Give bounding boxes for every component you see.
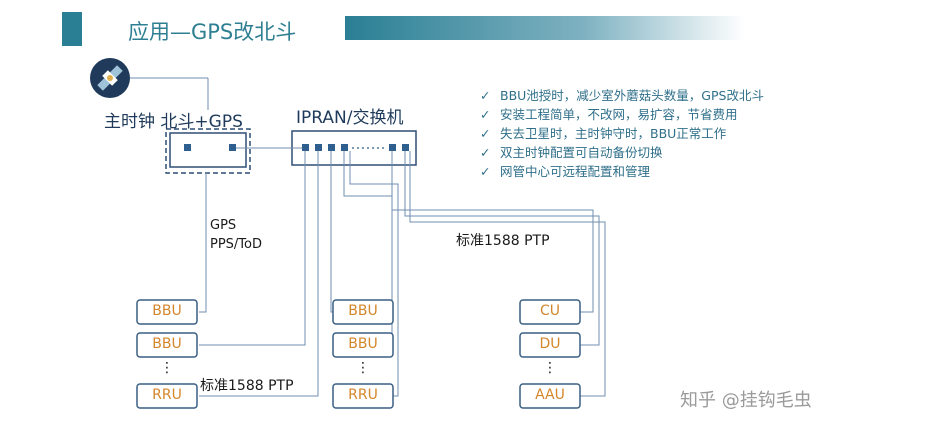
middle-box-1-label: BBU: [348, 303, 378, 319]
check-icon: ✓: [480, 145, 491, 160]
left-box-3-label: RRU: [152, 387, 182, 403]
switch-port-3: [328, 144, 335, 151]
middle-box-3: [332, 383, 394, 409]
left-group-ellipsis: ⋮: [160, 360, 174, 376]
switch-port-1: [302, 144, 309, 151]
ptp-line-right-du: [404, 151, 600, 346]
title-accent-block: [62, 12, 82, 46]
middle-box-2-label: BBU: [348, 336, 378, 352]
gps-link-label-line2: PPS/ToD: [210, 237, 263, 252]
list-item: ✓安装工程简单，不改网，易扩容，节省费用: [480, 107, 738, 122]
ptp-line-left-bbu2: [199, 151, 306, 346]
middle-group-ellipsis: ⋮: [356, 360, 370, 376]
right-box-3: [519, 383, 581, 409]
check-icon: ✓: [480, 88, 491, 103]
benefit-list: ✓BBU池授时，减少室外蘑菇头数量，GPS改北斗 ✓安装工程简单，不改网，易扩容…: [480, 86, 764, 181]
check-icon: ✓: [480, 107, 491, 122]
switch-port-6: [402, 144, 409, 151]
ptp-line-mid-bbu1: [330, 151, 335, 313]
switch-label: IPRAN/交换机: [296, 108, 404, 128]
watermark: 知乎 @挂钩毛虫: [680, 390, 812, 411]
left-box-3: [136, 383, 198, 409]
list-item: ✓网管中心可远程配置和管理: [480, 164, 651, 179]
right-box-2-label: DU: [539, 336, 561, 352]
ptp-line-right-cu: [391, 151, 594, 313]
switch-port-2: [315, 144, 322, 151]
left-box-2: [136, 332, 198, 358]
right-box-1-label: CU: [539, 303, 561, 319]
title-banner: [345, 16, 745, 40]
check-icon: ✓: [480, 164, 491, 179]
middle-box-1: [332, 299, 394, 325]
master-clock-label: 主时钟 北斗+GPS: [104, 112, 243, 132]
gps-link-label-line1: GPS: [210, 218, 237, 233]
master-clock-outer-box: [165, 128, 251, 174]
slide-title: 应用—GPS改北斗: [128, 20, 297, 44]
ptp-line-left-rru: [199, 151, 319, 397]
clock-port-left: [184, 144, 191, 151]
switch-port-5: [389, 144, 396, 151]
middle-box-3-label: RRU: [348, 387, 378, 403]
right-box-3-label: AAU: [535, 387, 565, 403]
list-item: ✓失去卫星时，主时钟守时，BBU正常工作: [480, 126, 727, 141]
middle-box-2: [332, 332, 394, 358]
left-box-1-label: BBU: [152, 303, 182, 319]
clock-port-right: [229, 144, 236, 151]
list-item: ✓双主时钟配置可自动备份切换: [480, 145, 663, 160]
right-box-1: [519, 299, 581, 325]
left-box-2-label: BBU: [152, 336, 182, 352]
ptp-line-right-aau: [409, 151, 606, 397]
check-icon: ✓: [480, 126, 491, 141]
satellite-icon: [90, 58, 130, 98]
list-item: ✓BBU池授时，减少室外蘑菇头数量，GPS改北斗: [480, 88, 764, 103]
switch-port-4: [341, 144, 348, 151]
right-box-2: [519, 332, 581, 358]
right-group-ellipsis: ⋮: [543, 360, 557, 376]
ptp-label-upper: 标准1588 PTP: [456, 233, 550, 249]
left-box-1: [136, 299, 198, 325]
ptp-label-lower: 标准1588 PTP: [200, 378, 294, 394]
gps-link-line: [199, 173, 207, 313]
